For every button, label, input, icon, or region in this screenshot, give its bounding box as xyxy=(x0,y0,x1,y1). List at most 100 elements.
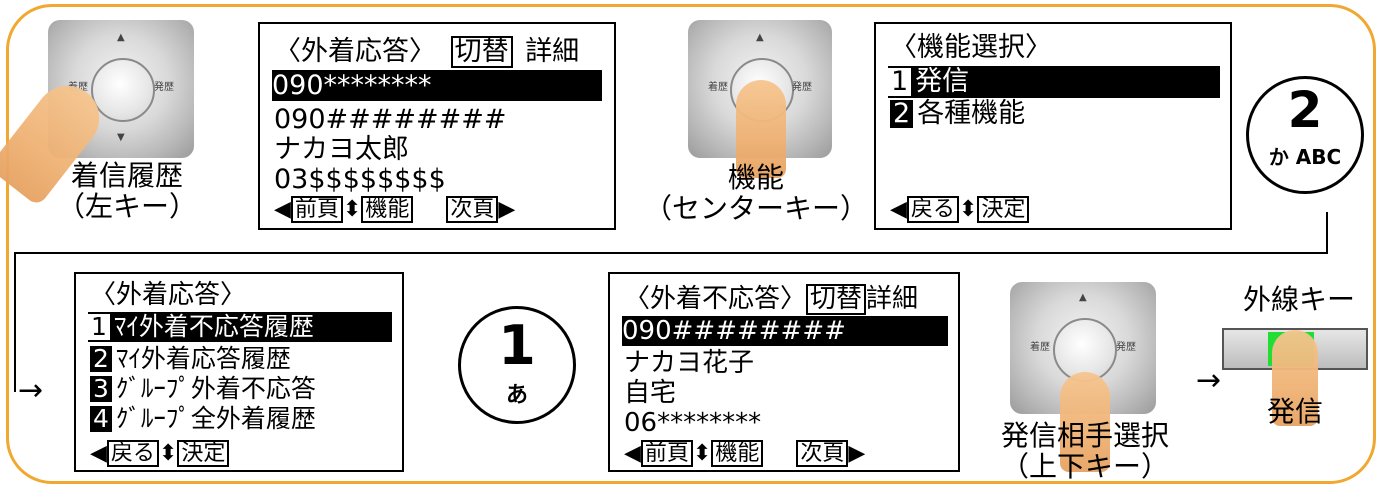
diagram-frame xyxy=(6,4,1376,484)
line-key-title: 外線キー xyxy=(1242,283,1355,316)
back-softkey: 戻る xyxy=(106,440,159,468)
softkey-row: ◀戻る⬍決定 xyxy=(890,196,1030,224)
menu-number: 2 xyxy=(890,99,914,129)
up-arrow-icon: ▲ xyxy=(117,32,125,43)
up-arrow-icon: ▲ xyxy=(1079,292,1087,303)
dpad-left-label: 着歴 xyxy=(1030,342,1050,353)
step3-key-label: 発信相手選択 xyxy=(1000,419,1169,452)
updown-icon: ⬍ xyxy=(342,197,362,222)
menu-item-label: 各種機能 xyxy=(917,98,1026,129)
switch-softkey: 切替 xyxy=(450,36,513,69)
menu-item-label: ﾏｲ外着不応答履歴 xyxy=(113,312,314,341)
caller-name: ナカヨ花子 xyxy=(624,348,755,378)
step1-label: 着信履歴 （左キー） xyxy=(42,160,212,223)
dpad-right-label: 発歴 xyxy=(1116,342,1136,353)
step3-label: 発信相手選択 （上下キー） xyxy=(1000,420,1170,483)
dial-key-1: 1 あ xyxy=(458,306,576,424)
ok-softkey: 決定 xyxy=(977,196,1030,224)
flow-arrow-icon: → xyxy=(1196,363,1222,398)
switch-softkey: 切替 xyxy=(806,284,867,316)
list-item: 06******** xyxy=(624,408,762,438)
list-item: 03$$$$$$$$ xyxy=(274,164,446,195)
left-triangle-icon: ◀ xyxy=(90,441,107,466)
list-item-number: 090******** xyxy=(272,70,432,101)
flow-connector-vertical-right xyxy=(1326,212,1328,254)
dial-key-2: 2 か ABC xyxy=(1246,76,1364,194)
finger-icon xyxy=(1272,330,1318,426)
list-item-selected: 090######## xyxy=(622,316,948,346)
next-page-softkey: 次頁 xyxy=(446,196,499,224)
list-item: 090######## xyxy=(274,104,507,135)
step2-key-label: 機能 xyxy=(727,161,784,194)
menu-item-label: ﾏｲ外着応答履歴 xyxy=(115,344,291,373)
ok-softkey: 決定 xyxy=(177,440,230,468)
lcd-screen-incoming-answered: 〈外着応答〉 切替 詳細 090******** 090######## ナカヨ… xyxy=(258,22,616,230)
screen-title-row: 〈外着不応答〉切替詳細 xyxy=(624,284,919,316)
dpad-center-button xyxy=(91,58,155,122)
screen-title: 〈外着応答〉 xyxy=(90,280,247,310)
key-kana: か xyxy=(1268,145,1289,169)
menu-item-label: ｸﾞﾙｰﾌﾟ全外着履歴 xyxy=(115,404,316,433)
left-triangle-icon: ◀ xyxy=(624,441,641,466)
step2-label: 機能 （センターキー） xyxy=(636,162,876,225)
menu-number: 1 xyxy=(888,67,912,97)
screen-title: 〈外着不応答〉 xyxy=(624,284,807,314)
back-softkey: 戻る xyxy=(906,196,959,224)
caller-name: ナカヨ太郎 xyxy=(274,134,409,165)
menu-item-label: ｸﾞﾙｰﾌﾟ外着不応答 xyxy=(115,374,316,403)
screen-title-row: 〈外着応答〉 切替 詳細 xyxy=(274,36,580,69)
softkey-row: ◀前頁⬍機能 次頁▶ xyxy=(624,440,866,468)
right-triangle-icon: ▶ xyxy=(848,441,866,466)
step1-key-label: 着信履歴 xyxy=(70,159,183,192)
step2-key-sub: （センターキー） xyxy=(643,192,868,226)
lcd-screen-incoming-unanswered: 〈外着不応答〉切替詳細 090######## ナカヨ花子 自宅 06*****… xyxy=(608,272,960,472)
prev-page-softkey: 前頁 xyxy=(290,196,343,224)
next-page-softkey: 次頁 xyxy=(796,440,849,468)
key-letters-row: か ABC xyxy=(1249,141,1361,170)
updown-icon: ⬍ xyxy=(692,441,712,466)
screen-title: 〈機能選択〉 xyxy=(890,32,1052,63)
key-digit: 2 xyxy=(1287,81,1323,139)
finger-icon xyxy=(736,80,786,178)
menu-number: 2 xyxy=(90,345,112,373)
dpad-center-button xyxy=(1053,318,1117,382)
updown-icon: ⬍ xyxy=(958,197,978,222)
prev-page-softkey: 前頁 xyxy=(640,440,693,468)
dpad-right-label: 発歴 xyxy=(154,82,174,93)
menu-item-label: 発信 xyxy=(915,66,970,97)
flow-arrow-icon: → xyxy=(18,373,44,408)
softkey-row: ◀戻る⬍決定 xyxy=(90,440,230,468)
flow-connector-horizontal xyxy=(14,252,1328,254)
flow-connector-vertical-left xyxy=(14,252,16,392)
updown-icon: ⬍ xyxy=(158,441,178,466)
key-kana: あ xyxy=(505,383,528,408)
detail-label: 詳細 xyxy=(525,36,580,67)
step3-key-sub: （上下キー） xyxy=(1000,450,1169,484)
finger-icon xyxy=(1060,372,1110,472)
menu-number: 3 xyxy=(90,375,112,403)
function-softkey: 機能 xyxy=(361,196,414,224)
screen-title: 〈外着応答〉 xyxy=(274,36,436,67)
softkey-row: ◀前頁⬍機能 次頁▶ xyxy=(274,196,515,224)
step1-key-sub: （左キー） xyxy=(56,190,197,224)
left-triangle-icon: ◀ xyxy=(890,197,907,222)
down-arrow-icon: ▼ xyxy=(117,132,125,143)
list-item-number: 090######## xyxy=(622,316,846,346)
caller-location: 自宅 xyxy=(624,378,677,408)
menu-number: 4 xyxy=(90,405,112,433)
menu-number: 1 xyxy=(88,313,110,341)
function-softkey: 機能 xyxy=(711,440,764,468)
line-key-action: 発信 xyxy=(1266,395,1323,428)
left-triangle-icon: ◀ xyxy=(274,197,291,222)
key-letters: ABC xyxy=(1295,145,1342,169)
key-digit: 1 xyxy=(498,314,536,377)
dpad-left-label: 着歴 xyxy=(708,82,728,93)
detail-label: 詳細 xyxy=(866,284,919,314)
